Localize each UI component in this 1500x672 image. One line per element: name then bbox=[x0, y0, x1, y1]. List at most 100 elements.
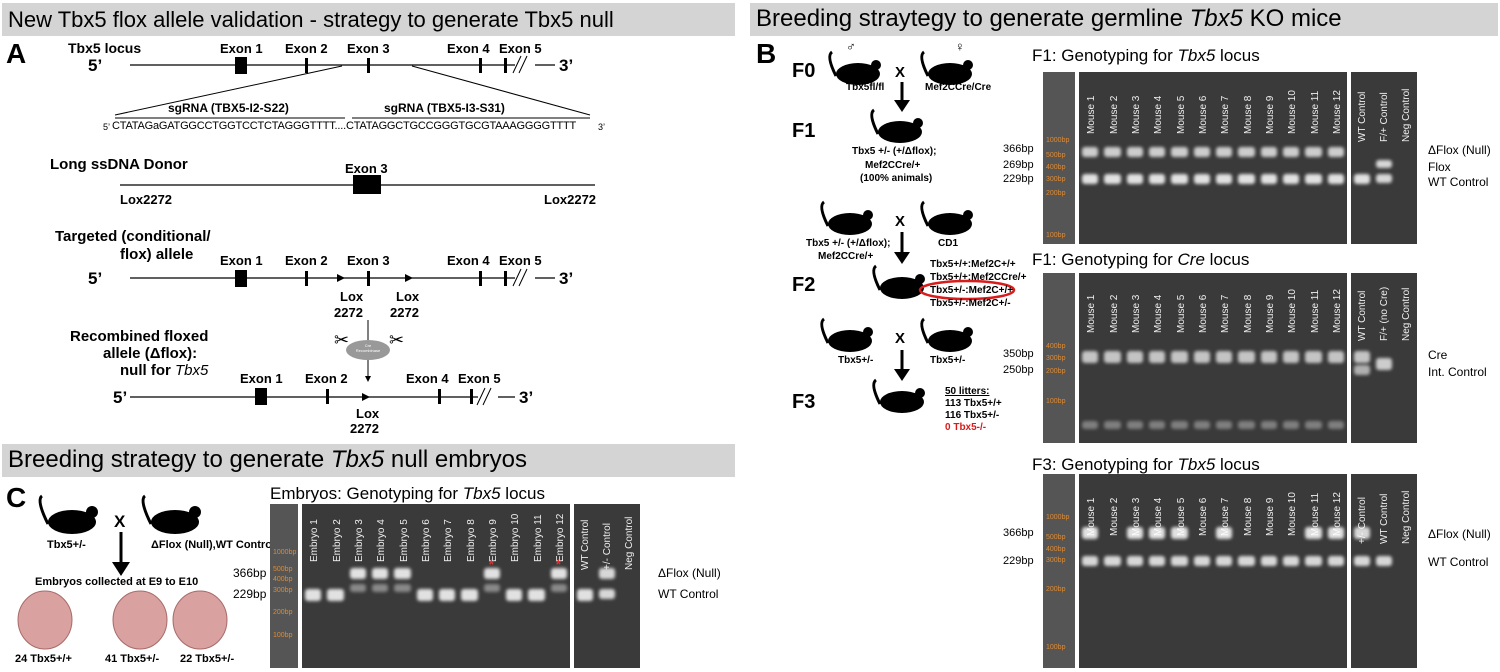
r-exon-5-label: Exon 5 bbox=[458, 371, 501, 386]
gel1-band-flox: Flox bbox=[1428, 160, 1451, 174]
lane-label: Mouse 4 bbox=[1153, 294, 1165, 333]
gen-f2: F2 bbox=[792, 274, 816, 296]
control-lane-label: WT Control bbox=[580, 519, 591, 570]
count-het-2: 22 Tbx5+/- bbox=[180, 653, 235, 665]
gel-band bbox=[1193, 351, 1210, 363]
control-lane-label: F/+ (no Cre) bbox=[1379, 286, 1390, 341]
sgrna-1-label: sgRNA (TBX5-I2-S22) bbox=[168, 101, 289, 115]
lane-label: Mouse 11 bbox=[1309, 90, 1321, 134]
donor-exon-label: Exon 3 bbox=[345, 161, 388, 176]
gel-band bbox=[1238, 174, 1255, 184]
gel-band bbox=[1149, 527, 1166, 539]
gel-band bbox=[1354, 365, 1370, 375]
f2-geno-4: Tbx5+/-:Mef2C+/- bbox=[930, 298, 1011, 309]
gel1-band-wt: WT Control bbox=[1428, 175, 1489, 189]
b-x-1: X bbox=[895, 64, 906, 81]
count-wt: 24 Tbx5+/+ bbox=[15, 653, 72, 665]
lox2272-right: Lox2272 bbox=[544, 192, 597, 207]
r-exon-2-label: Exon 2 bbox=[305, 371, 348, 386]
svg-text:✂: ✂ bbox=[334, 330, 349, 351]
lane-label: Mouse 10 bbox=[1287, 90, 1299, 134]
gel-band bbox=[599, 568, 615, 579]
gel-band bbox=[1082, 556, 1099, 566]
gel-band bbox=[305, 589, 322, 601]
lane-label: Mouse 1 bbox=[1086, 95, 1098, 134]
c-x-symbol: X bbox=[114, 512, 126, 531]
gel-band bbox=[1305, 351, 1322, 363]
three-prime: 3’ bbox=[559, 56, 574, 75]
lane-label: Mouse 10 bbox=[1287, 289, 1299, 333]
lane-label: Embryo 4 bbox=[376, 519, 388, 562]
female-symbol: ♀ bbox=[955, 39, 965, 54]
gel-band bbox=[1376, 174, 1392, 183]
ladder-label: 500bp bbox=[273, 566, 293, 573]
t-exon-1-label: Exon 1 bbox=[220, 253, 263, 268]
gel3-size-366: 366bp bbox=[1003, 527, 1034, 539]
gel-band bbox=[1126, 147, 1143, 157]
t-exon-5-label: Exon 5 bbox=[499, 253, 542, 268]
ladder-label: 1000bp bbox=[1046, 514, 1070, 521]
f2-left-1: Tbx5 +/- (+/Δflox); bbox=[806, 238, 891, 249]
panel-b-letter: B bbox=[756, 38, 777, 69]
gel1-size-366: 366bp bbox=[1003, 143, 1034, 155]
lane-label: Mouse 7 bbox=[1220, 294, 1232, 333]
gel-band bbox=[1283, 351, 1300, 363]
lane-label: Mouse 5 bbox=[1175, 95, 1187, 134]
ladder-label: 1000bp bbox=[273, 549, 297, 556]
gel-band bbox=[1354, 351, 1370, 363]
exon-1-label: Exon 1 bbox=[220, 41, 263, 56]
f2-geno-3: Tbx5+/-:Mef2C+/+ bbox=[930, 285, 1014, 296]
control-lane-label: Neg Control bbox=[1401, 88, 1412, 142]
gel-band bbox=[1082, 174, 1099, 184]
panel-c-header: Breeding strategy to generate Tbx5 null … bbox=[2, 444, 735, 477]
lane-label: Mouse 2 bbox=[1108, 95, 1120, 134]
f0-right: Mef2CCre/Cre bbox=[925, 82, 992, 93]
panel-c-cross-diagram bbox=[17, 494, 228, 650]
gel-band bbox=[1305, 147, 1322, 157]
mouse-icon bbox=[141, 494, 201, 534]
b-x-2: X bbox=[895, 213, 906, 230]
lane-label: Mouse 3 bbox=[1130, 95, 1142, 134]
lane-label: Embryo 8 bbox=[465, 519, 477, 562]
lane-label: Mouse 4 bbox=[1153, 95, 1165, 134]
gel-band bbox=[1283, 147, 1300, 157]
gel-band bbox=[1354, 556, 1370, 566]
gel-band bbox=[1260, 147, 1277, 157]
gel-band bbox=[1126, 556, 1143, 566]
control-lane-label: WT Control bbox=[1357, 290, 1368, 341]
sgrna-sequence: CTATAGaGATGGCCTGGTCCTCTAGGGTTTT....CTATA… bbox=[112, 120, 577, 132]
c-right-parent: ΔFlox (Null),WT Control bbox=[151, 539, 275, 551]
gel-band bbox=[1238, 556, 1255, 566]
f3-result-het: 116 Tbx5+/- bbox=[945, 410, 1000, 421]
gel-band bbox=[1126, 421, 1143, 429]
lane-label: Embryo 12 bbox=[554, 513, 566, 562]
lane-label: Mouse 9 bbox=[1264, 95, 1276, 134]
gel-band bbox=[1171, 147, 1188, 157]
c-size-229: 229bp bbox=[233, 587, 267, 601]
f2-left-2: Mef2CCre/+ bbox=[818, 251, 874, 262]
asterisk-mark: * bbox=[555, 556, 562, 572]
sequence-5-prime: 5’ bbox=[103, 122, 111, 132]
gel-band bbox=[1149, 147, 1166, 157]
gel1-band-null: ΔFlox (Null) bbox=[1428, 143, 1491, 157]
gel-band bbox=[1171, 174, 1188, 184]
t-exon-3-label: Exon 3 bbox=[347, 253, 390, 268]
t-exon-2-label: Exon 2 bbox=[285, 253, 328, 268]
ladder-label: 100bp bbox=[273, 632, 293, 639]
r-exon-1-label: Exon 1 bbox=[240, 371, 283, 386]
lox2272-left: Lox2272 bbox=[120, 192, 173, 207]
lane-label: Mouse 3 bbox=[1130, 294, 1142, 333]
panel-b-title: Breeding straytegy to generate germline … bbox=[756, 5, 1342, 32]
panel-a-letter: A bbox=[6, 38, 27, 69]
panel-a-header: New Tbx5 flox allele validation - strate… bbox=[2, 3, 735, 36]
gel-band bbox=[349, 584, 366, 592]
f0-left: Tbx5fl/fl bbox=[846, 82, 885, 93]
lox-num-1: 2272 bbox=[334, 305, 363, 320]
panel-c-title: Breeding strategy to generate Tbx5 null … bbox=[8, 446, 527, 473]
control-lane-label: WT Control bbox=[1379, 493, 1390, 544]
